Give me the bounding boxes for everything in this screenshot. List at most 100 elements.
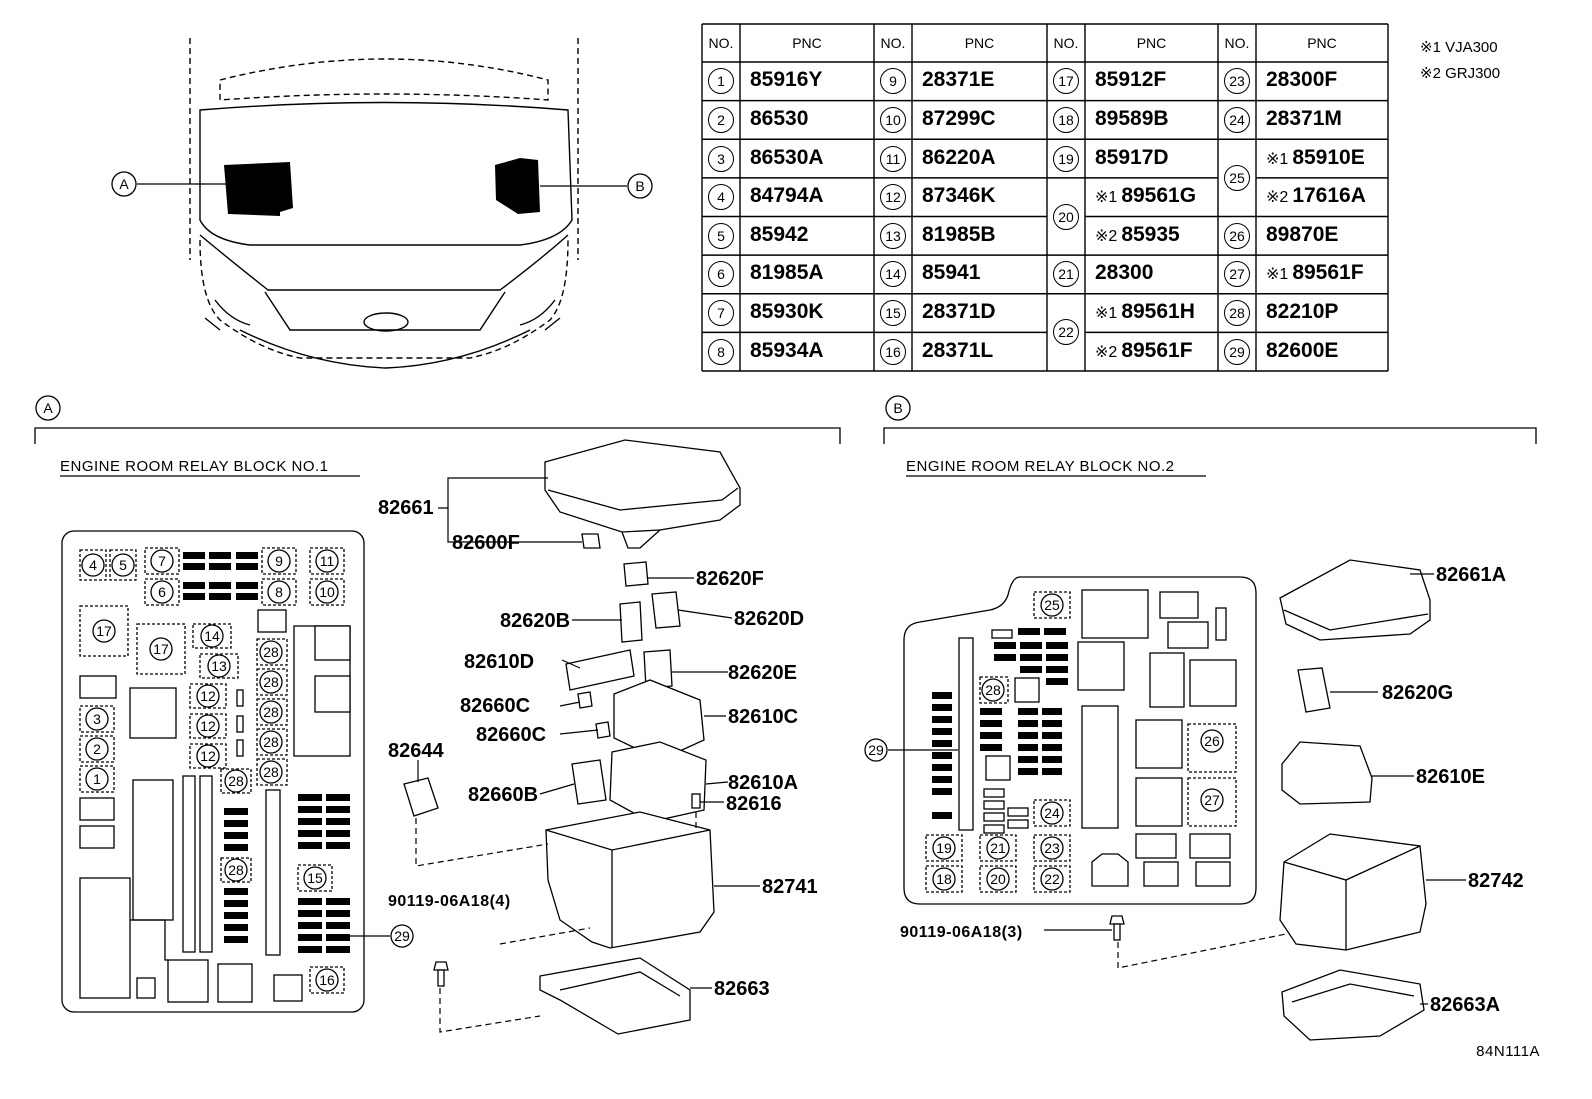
- part-label-82742: 82742: [1468, 870, 1524, 892]
- block-number-text: 15: [307, 870, 323, 886]
- part-label-82741: 82741: [762, 876, 818, 898]
- block-number-5: 5: [111, 553, 135, 577]
- block-number-15: 15: [303, 866, 327, 890]
- block-number-28: 28: [224, 858, 248, 882]
- block-number-1: 1: [85, 767, 109, 791]
- exploded-parts-b: [1109, 559, 1431, 1041]
- block-number-text: 17: [96, 623, 112, 639]
- part-label-82660b: 82660B: [468, 784, 538, 806]
- part-label-82660c: 82660C: [460, 695, 530, 717]
- block-number-text: 1: [93, 771, 101, 787]
- part-label-82661: 82661: [378, 497, 434, 519]
- part-label-82663a: 82663A: [1430, 994, 1500, 1016]
- block-number-text: 7: [158, 553, 166, 569]
- part-label-82644: 82644: [388, 740, 444, 762]
- block-number-text: 28: [228, 862, 244, 878]
- block-number-text: 28: [263, 674, 279, 690]
- part-label-82610d: 82610D: [464, 651, 534, 673]
- callout-b-circle: B: [627, 173, 653, 199]
- callout-b-label: B: [635, 178, 644, 194]
- block-number-text: 28: [263, 644, 279, 660]
- callout-a-circle: A: [111, 171, 137, 197]
- part-label-82610e: 82610E: [1416, 766, 1485, 788]
- relay-block-2-fuses: [932, 628, 1068, 819]
- block-number-text: 26: [1204, 733, 1220, 749]
- block-number-28: 28: [224, 769, 248, 793]
- pnc-table-grid: [701, 23, 1389, 372]
- block-number-18: 18: [932, 867, 956, 891]
- block-number-2: 2: [85, 737, 109, 761]
- block-number-12: 12: [196, 714, 220, 738]
- block-number-21: 21: [986, 836, 1010, 860]
- block-number-text: 28: [228, 773, 244, 789]
- block-number-29: 29: [390, 924, 414, 948]
- section-a-marker-label: A: [43, 400, 53, 416]
- part-label-90119-06a18-4-: 90119-06A18(4): [388, 893, 511, 910]
- block-number-12: 12: [196, 744, 220, 768]
- block-number-text: 18: [936, 871, 952, 887]
- block-number-text: 5: [119, 557, 127, 573]
- note-1: ※1 VJA300: [1420, 39, 1498, 56]
- block-number-text: 28: [263, 764, 279, 780]
- block-number-text: 20: [990, 871, 1006, 887]
- figure-id: 84N111A: [1476, 1043, 1540, 1060]
- block-number-27: 27: [1200, 788, 1224, 812]
- part-label-82620d: 82620D: [734, 608, 804, 630]
- block-number-text: 9: [275, 553, 283, 569]
- part-label-82620e: 82620E: [728, 662, 797, 684]
- dashed-guides-b: [1117, 933, 1287, 969]
- block-number-24: 24: [1040, 801, 1064, 825]
- block-number-text: 22: [1044, 871, 1060, 887]
- block-number-16: 16: [315, 968, 339, 992]
- block-number-text: 12: [200, 748, 216, 764]
- section-b-title: ENGINE ROOM RELAY BLOCK NO.2: [906, 458, 1175, 475]
- relay-block-1-layout: [61, 530, 365, 1013]
- block-number-6: 6: [150, 580, 174, 604]
- block-number-17: 17: [92, 619, 116, 643]
- block-number-22: 22: [1040, 867, 1064, 891]
- part-label-82610c: 82610C: [728, 706, 798, 728]
- block-number-20: 20: [986, 867, 1010, 891]
- block-number-text: 3: [93, 711, 101, 727]
- relay-block-1-fuses: [183, 552, 350, 953]
- callout-lines: [137, 183, 627, 187]
- block-number-8: 8: [267, 580, 291, 604]
- block-number-28: 28: [259, 760, 283, 784]
- section-a-title: ENGINE ROOM RELAY BLOCK NO.1: [60, 458, 329, 475]
- callout-a-label: A: [119, 176, 129, 192]
- block-number-text: 14: [204, 628, 220, 644]
- block-number-9: 9: [267, 549, 291, 573]
- vehicle-top-view: [189, 38, 579, 369]
- section-b-marker: B: [885, 395, 911, 421]
- part-label-82600f: 82600F: [452, 532, 520, 554]
- block-number-28: 28: [981, 678, 1005, 702]
- block-number-28: 28: [259, 700, 283, 724]
- block-number-text: 28: [263, 734, 279, 750]
- block-number-25: 25: [1040, 593, 1064, 617]
- block1-number-circles: 4579116810171714131212121232128282828282…: [81, 549, 414, 992]
- part-label-82610a: 82610A: [728, 772, 798, 794]
- section-brackets: [34, 427, 1537, 477]
- part-labels-b: 82661A82620G82610E8274290119-06A18(3)826…: [900, 564, 1524, 1016]
- part-label-82620b: 82620B: [500, 610, 570, 632]
- block-number-text: 27: [1204, 792, 1220, 808]
- relay-block-locations: [224, 158, 540, 216]
- block-number-text: 12: [200, 688, 216, 704]
- block-number-text: 16: [319, 972, 335, 988]
- block-number-text: 6: [158, 584, 166, 600]
- block-number-26: 26: [1200, 729, 1224, 753]
- block-number-text: 24: [1044, 805, 1060, 821]
- block-number-11: 11: [315, 549, 339, 573]
- block-number-text: 19: [936, 840, 952, 856]
- block-number-29: 29: [864, 738, 888, 762]
- block-number-text: 17: [153, 641, 169, 657]
- block-number-13: 13: [207, 654, 231, 678]
- block-number-7: 7: [150, 549, 174, 573]
- block-number-14: 14: [200, 624, 224, 648]
- exploded-parts-a: [403, 439, 741, 1035]
- block-number-text: 25: [1044, 597, 1060, 613]
- block-number-text: 8: [275, 584, 283, 600]
